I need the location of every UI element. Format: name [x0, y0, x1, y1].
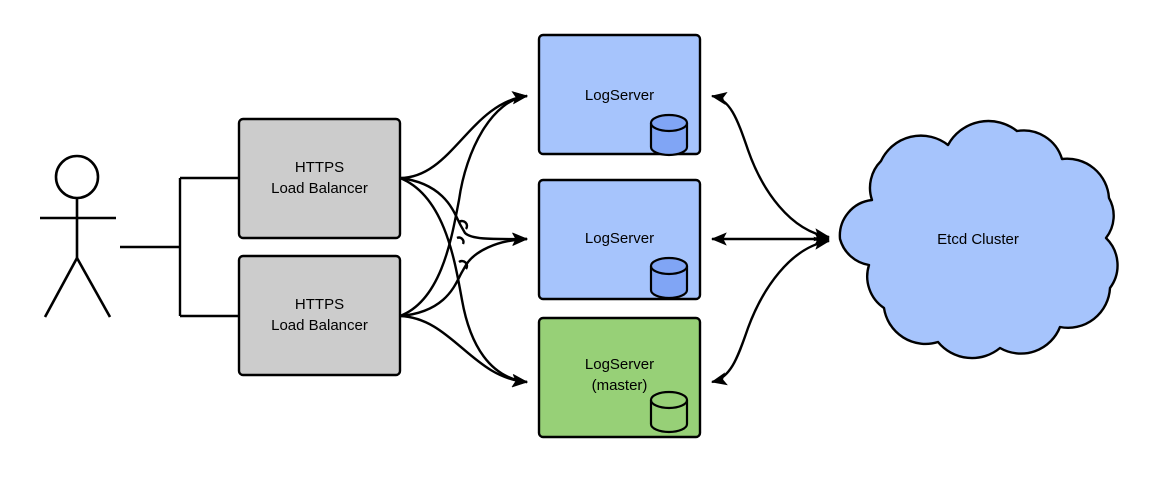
logserver-1-database-icon [649, 113, 689, 157]
etcd-cluster-cloud-shape[interactable] [838, 119, 1119, 360]
node-load-balancer-2[interactable]: HTTPS Load Balancer [237, 254, 402, 377]
logserver-1-label: LogServer [585, 87, 654, 104]
edge-lb2-to-logserver-master [399, 314, 529, 388]
node-logserver-master[interactable]: LogServer (master) [537, 316, 702, 439]
load-balancer-1-label-line1: HTTPS [295, 159, 344, 176]
load-balancer-1-box[interactable] [237, 117, 402, 240]
node-logserver-2[interactable]: LogServer [537, 178, 702, 301]
node-load-balancer-1[interactable]: HTTPS Load Balancer [237, 117, 402, 240]
user-actor[interactable] [40, 154, 116, 318]
etcd-cluster-label: Etcd Cluster [937, 231, 1019, 248]
edge-crossing-jump-middle [456, 236, 465, 245]
edge-lb2-to-logserver-2 [399, 232, 529, 318]
edges-lb-to-logservers [399, 91, 529, 388]
logserver-master-label-line1: LogServer [585, 356, 654, 373]
load-balancer-2-label-line1: HTTPS [295, 296, 344, 313]
actor-leg-right [75, 257, 112, 318]
edge-crossing-jump-upper [458, 219, 469, 230]
node-etcd-cluster[interactable]: Etcd Cluster [838, 119, 1119, 360]
edge-crossing-jump-lower [458, 259, 469, 270]
edge-lb2-to-logserver-1 [399, 91, 529, 318]
node-logserver-1[interactable]: LogServer [537, 33, 702, 157]
edge-etcd-to-logserver-master [710, 236, 831, 386]
edge-lb1-to-logserver-1 [399, 91, 529, 180]
logserver-2-label: LogServer [585, 230, 654, 247]
logserver-master-database-icon [649, 390, 689, 434]
actor-leg-left [43, 257, 79, 318]
logserver-master-label-line2: (master) [592, 377, 648, 394]
actor-head-icon [54, 154, 100, 200]
edge-etcd-to-logserver-1 [710, 91, 831, 242]
edge-lb1-to-logserver-2 [399, 176, 529, 246]
edge-actor-to-load-balancers [120, 176, 239, 318]
edge-lb1-to-logserver-master [399, 176, 529, 387]
edges-etcd-to-logservers [710, 91, 831, 386]
logserver-2-database-icon [649, 256, 689, 300]
load-balancer-2-box[interactable] [237, 254, 402, 377]
load-balancer-2-label-line2: Load Balancer [271, 317, 368, 334]
load-balancer-1-label-line2: Load Balancer [271, 180, 368, 197]
